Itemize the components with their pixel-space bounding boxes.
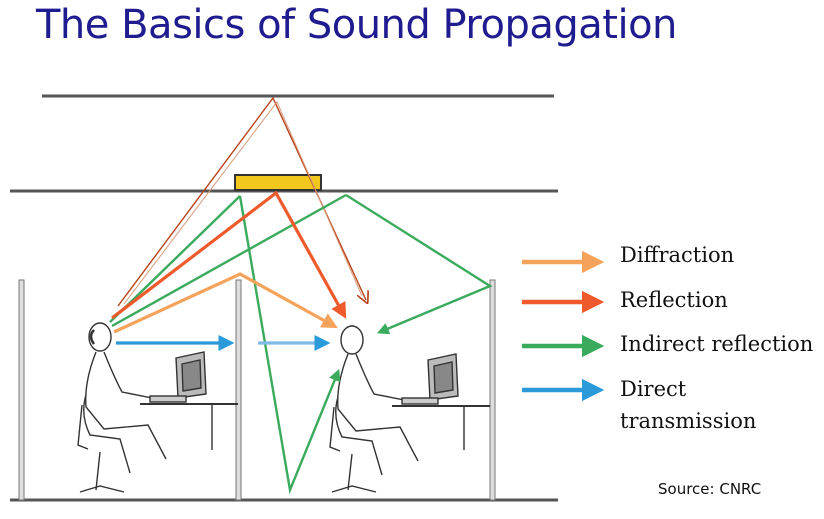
diffraction-rays [113, 272, 338, 334]
ceiling-light-panel [234, 174, 322, 191]
legend: Diffraction Reflection Indirect reflecti… [522, 243, 813, 433]
indirect-reflection-rays [109, 193, 493, 495]
legend-label-reflection: Reflection [620, 288, 728, 312]
upper-reflection-ray [117, 96, 366, 307]
upper-reflection-ray-inner [123, 101, 363, 305]
legend-label-direct-line1: Direct [620, 377, 687, 401]
legend-label-indirect: Indirect reflection [620, 332, 813, 356]
partition-left [18, 279, 25, 501]
partition-right [489, 279, 496, 501]
reflection-rays [111, 190, 347, 320]
legend-label-diffraction: Diffraction [620, 243, 734, 267]
slide-title: The Basics of Sound Propagation [36, 2, 677, 48]
source-credit: Source: CNRC [658, 480, 762, 498]
workstation-left [77, 322, 238, 493]
workstation-right [329, 325, 490, 493]
partition-middle [235, 279, 242, 501]
legend-label-direct-line2: transmission [620, 409, 756, 433]
